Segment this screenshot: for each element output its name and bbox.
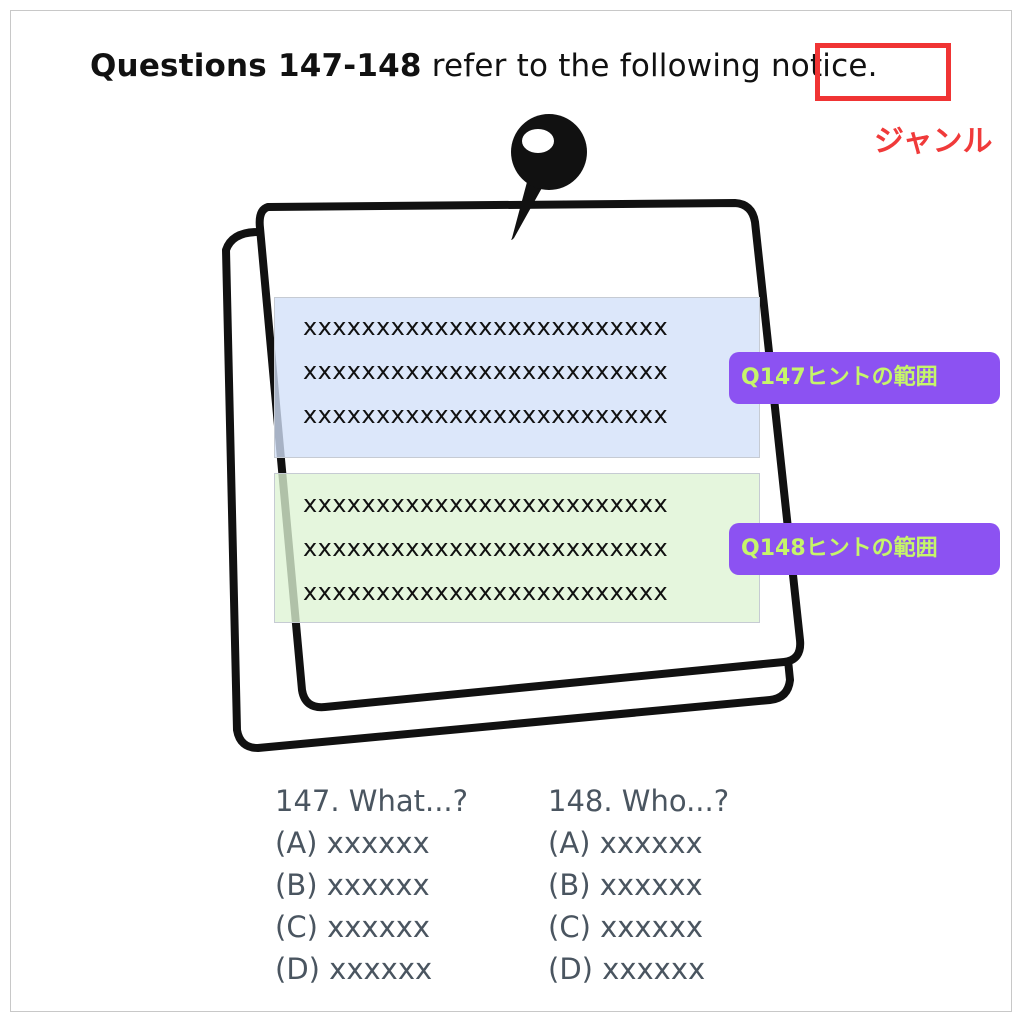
genre-highlight-box: [815, 43, 951, 101]
image-frame: [10, 10, 1012, 1012]
notice-line: xxxxxxxxxxxxxxxxxxxxxxxxx: [303, 313, 669, 341]
genre-word: notice.: [770, 48, 878, 84]
answer-option: (A) xxxxxx: [548, 826, 703, 860]
notice-line: xxxxxxxxxxxxxxxxxxxxxxxxx: [303, 534, 669, 562]
notice-line: xxxxxxxxxxxxxxxxxxxxxxxxx: [303, 357, 669, 385]
answer-option: (D) xxxxxx: [548, 952, 706, 986]
question-prompt: 147. What...?: [275, 784, 469, 818]
question-147: 147. What...? (A) xxxxxx (B) xxxxxx (C) …: [275, 780, 468, 990]
answer-option: (B) xxxxxx: [548, 868, 703, 902]
q147-hint-area: [274, 297, 760, 458]
answer-option: (B) xxxxxx: [275, 868, 430, 902]
notice-line: xxxxxxxxxxxxxxxxxxxxxxxxx: [303, 578, 669, 606]
notice-line: xxxxxxxxxxxxxxxxxxxxxxxxx: [303, 490, 669, 518]
question-range: Questions 147-148: [90, 48, 422, 84]
genre-label: ジャンル: [874, 124, 993, 159]
answer-option: (A) xxxxxx: [275, 826, 430, 860]
q148-hint-area: [274, 473, 760, 623]
question-prompt: 148. Who...?: [548, 784, 730, 818]
answer-option: (D) xxxxxx: [275, 952, 433, 986]
heading-text: refer to the following: [421, 48, 771, 84]
back-sheet: [222, 228, 794, 752]
question-heading: Questions 147-148 refer to the following…: [90, 48, 878, 84]
q148-hint-tag: Q148ヒントの範囲: [729, 523, 1000, 575]
q147-hint-tag: Q147ヒントの範囲: [729, 352, 1000, 404]
answer-option: (C) xxxxxx: [275, 910, 431, 944]
answer-option: (C) xxxxxx: [548, 910, 704, 944]
push-pin-icon: [511, 114, 587, 240]
question-148: 148. Who...? (A) xxxxxx (B) xxxxxx (C) x…: [548, 780, 729, 990]
notice-line: xxxxxxxxxxxxxxxxxxxxxxxxx: [303, 401, 669, 429]
